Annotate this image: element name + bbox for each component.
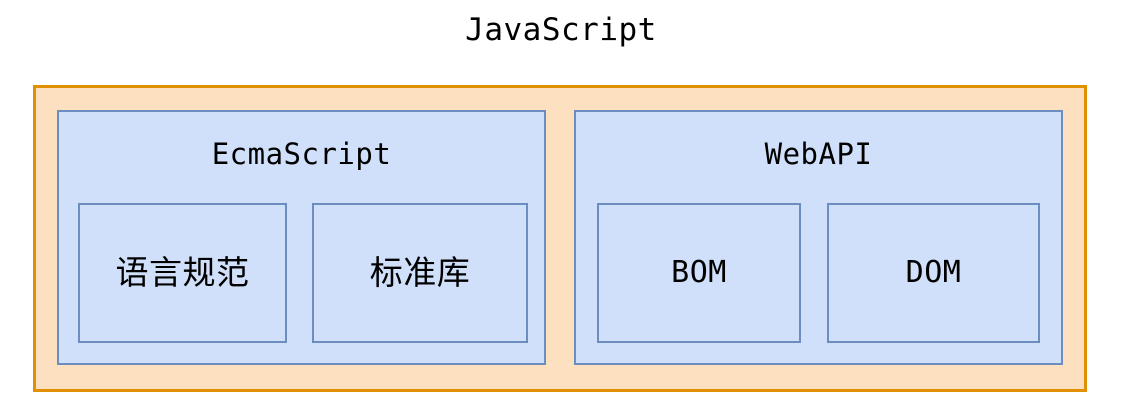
- leaf-label-language-spec: 语言规范: [115, 253, 250, 292]
- leaf-box-language-spec: 语言规范: [78, 203, 287, 343]
- leaf-label-standard-library: 标准库: [369, 253, 471, 292]
- leaf-box-dom: DOM: [827, 203, 1040, 343]
- leaf-box-bom: BOM: [597, 203, 801, 343]
- leaf-label-bom: BOM: [671, 255, 727, 290]
- leaf-box-standard-library: 标准库: [312, 203, 528, 343]
- group-label-webapi: WebAPI: [764, 137, 873, 171]
- page-title: JavaScript: [465, 12, 657, 48]
- leaf-label-dom: DOM: [905, 255, 962, 290]
- group-label-ecmascript: EcmaScript: [211, 137, 392, 171]
